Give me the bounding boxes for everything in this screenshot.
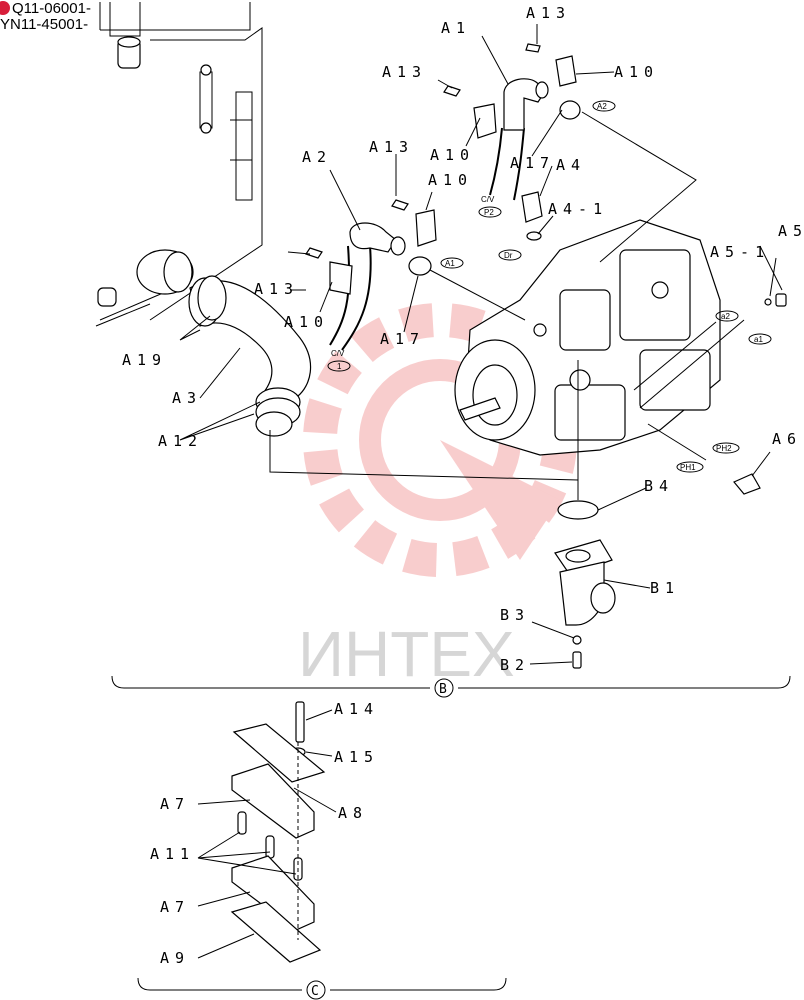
callout-a11: A11 [150, 845, 195, 863]
callout-a13-3: A13 [369, 138, 414, 156]
serial-marker-icon [0, 1, 10, 15]
callout-a14: A14 [334, 700, 379, 718]
serial-number-2: YN11-45001- [0, 16, 89, 33]
callout-a6: A6 [772, 430, 802, 448]
tag-sa1: a1 [754, 335, 763, 344]
machine-frame [95, 2, 263, 327]
watermark-text: ИНТЕХ [298, 618, 515, 690]
callout-a12: A12 [158, 432, 203, 450]
hose-a3 [188, 275, 312, 437]
callout-b1: B1 [650, 579, 680, 597]
callout-a3: A3 [172, 389, 202, 407]
group-c-bracket [137, 977, 507, 1000]
tag-sa2: a2 [721, 312, 730, 321]
callout-a5-1: A5-1 [710, 243, 770, 261]
hose-a2 [305, 199, 437, 351]
tag-cv-1: C/V [481, 195, 495, 204]
fitting-a5 [733, 293, 787, 495]
callout-b3: B3 [500, 606, 530, 624]
callout-b2: B2 [500, 656, 530, 674]
callout-a2: A2 [302, 148, 332, 166]
callout-a10-1: A10 [614, 63, 659, 81]
callout-a13-2: A13 [382, 63, 427, 81]
callout-a15: A15 [334, 748, 379, 766]
tag-ph1: PH1 [680, 463, 696, 472]
callout-a7-2: A7 [160, 898, 190, 916]
serial-number-1: Q11-06001- [12, 0, 91, 17]
hydraulic-pump [454, 219, 721, 456]
callout-labels: A1 A13 A10 A13 A10 A17 A4 A4-1 A2 A13 A1… [122, 4, 804, 967]
tag-p1: 1 [337, 362, 342, 371]
callout-a17-2: A17 [380, 330, 425, 348]
callout-a10-2: A10 [430, 146, 475, 164]
tags: A2 A1 Dr a2 a1 PH2 PH1 C/V P2 C/V 1 [327, 100, 772, 473]
callout-a13-4: A13 [254, 280, 299, 298]
callout-a4-1: A4-1 [548, 200, 608, 218]
callout-a4: A4 [556, 156, 586, 174]
leader-lines [179, 24, 783, 959]
tag-a2: A2 [597, 102, 607, 111]
elbow-b1 [554, 500, 616, 669]
callout-a13-1: A13 [526, 4, 571, 22]
group-b-label: B [439, 682, 447, 697]
group-b-bracket [111, 675, 791, 698]
tag-cv-2: C/V [331, 349, 345, 358]
callout-a5: A5 [778, 222, 804, 240]
callout-a10-4: A10 [284, 313, 329, 331]
tag-p2: P2 [484, 208, 494, 217]
hose-a1 [443, 43, 581, 241]
callout-a8: A8 [338, 804, 368, 822]
callout-a10-3: A10 [428, 171, 473, 189]
callout-a19: A19 [122, 351, 167, 369]
group-c-label: C [311, 984, 319, 999]
clamp-assembly [230, 701, 326, 963]
tag-dr: Dr [504, 251, 513, 260]
callout-a9: A9 [160, 949, 190, 967]
tag-ph2: PH2 [716, 444, 732, 453]
callout-a17-1: A17 [510, 154, 555, 172]
cap-part [97, 249, 194, 307]
callout-a7-1: A7 [160, 795, 190, 813]
callout-b4: B4 [644, 477, 674, 495]
tag-a1: A1 [445, 259, 455, 268]
callout-a1: A1 [441, 19, 471, 37]
